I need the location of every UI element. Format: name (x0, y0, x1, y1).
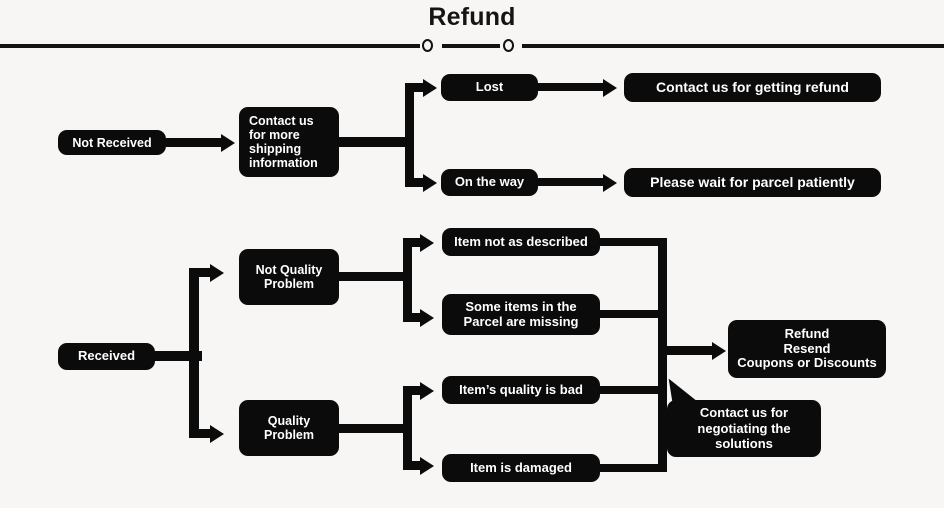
merge-stub-3 (600, 386, 666, 394)
node-items-missing[interactable]: Some items in the Parcel are missing (442, 294, 600, 335)
arrowhead-issue-quality-bad (420, 381, 434, 400)
node-received[interactable]: Received (58, 343, 155, 370)
bus-quality-split (403, 386, 412, 470)
arrowhead-issue-items-missing (420, 308, 434, 327)
link-bus-ontheway (405, 178, 427, 187)
link-notquality-issue2 (403, 313, 424, 322)
arrowhead-issue-damaged (420, 456, 434, 475)
link-notquality-bus (339, 272, 411, 281)
merge-stub-2 (600, 310, 666, 318)
arrowhead-ontheway (423, 173, 437, 192)
arrowhead-lost-refund (603, 78, 617, 97)
bus-vertical-top (405, 83, 414, 187)
node-item-quality-bad[interactable]: Item’s quality is bad (442, 376, 600, 404)
node-quality-problem[interactable]: Quality Problem (239, 400, 339, 456)
node-callout-negotiate[interactable]: Contact us for negotiating the solutions (667, 400, 821, 457)
merge-bus-vertical (658, 238, 667, 472)
merge-stub-1 (600, 238, 666, 246)
rule-circle-left-icon (422, 39, 433, 52)
link-received-bus (155, 351, 202, 361)
arrowhead-issue-not-as-described (420, 233, 434, 252)
node-on-the-way[interactable]: On the way (441, 169, 538, 196)
page-title: Refund (428, 3, 516, 31)
link-bus-notquality (189, 268, 213, 277)
link-merge-result (658, 346, 714, 355)
node-contact-getting-refund[interactable]: Contact us for getting refund (624, 73, 881, 102)
link-quality-bus (339, 424, 411, 433)
link-quality-issue2 (403, 461, 424, 470)
arrowhead-lost (423, 78, 437, 97)
header-divider (0, 44, 944, 48)
node-item-damaged[interactable]: Item is damaged (442, 454, 600, 482)
link-notquality-issue1 (403, 238, 424, 247)
node-not-quality-problem[interactable]: Not Quality Problem (239, 249, 339, 305)
link-ontheway-wait (538, 178, 603, 186)
arrowhead-result (712, 341, 726, 360)
node-please-wait-parcel[interactable]: Please wait for parcel patiently (624, 168, 881, 197)
link-quality-issue1 (403, 386, 424, 395)
bus-notquality-split (403, 238, 412, 322)
rule-circle-right-icon (503, 39, 514, 52)
link-bus-quality (189, 429, 213, 438)
node-item-not-as-described[interactable]: Item not as described (442, 228, 600, 256)
bus-vertical-bottom (189, 268, 199, 438)
node-not-received[interactable]: Not Received (58, 130, 166, 155)
node-contact-shipping-info[interactable]: Contact us for more shipping information (239, 107, 339, 177)
arrowhead-notreceived-contact (221, 133, 235, 152)
link-lost-refund (538, 83, 603, 91)
link-contact-bus (339, 137, 413, 147)
arrowhead-quality (210, 424, 224, 443)
link-bus-lost (405, 83, 427, 92)
merge-stub-4 (600, 464, 666, 472)
node-lost[interactable]: Lost (441, 74, 538, 101)
arrowhead-ontheway-wait (603, 173, 617, 192)
link-notreceived-contact (166, 138, 221, 147)
node-resolution-options[interactable]: Refund Resend Coupons or Discounts (728, 320, 886, 378)
arrowhead-notquality (210, 263, 224, 282)
